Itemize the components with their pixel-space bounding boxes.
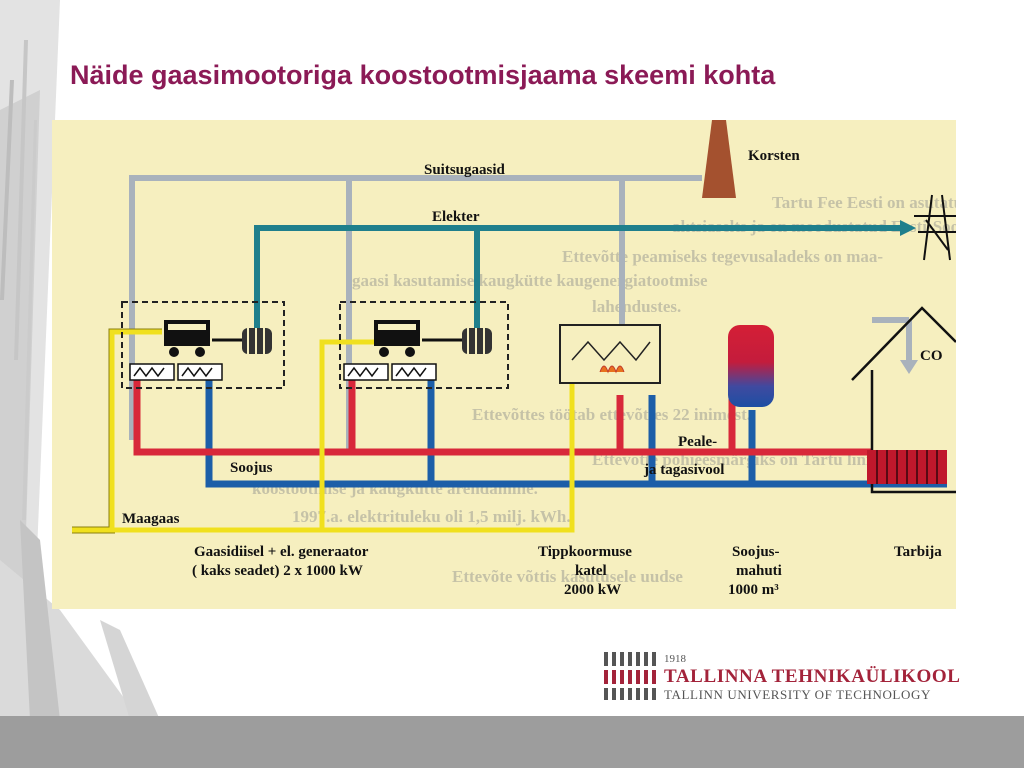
label-storage-1: Soojus-	[732, 544, 780, 560]
logo-year: 1918	[664, 653, 687, 665]
gas-engine-icon	[164, 320, 210, 357]
label-consumer: Tarbija	[894, 544, 942, 560]
bleed-text-line: Tartu Fee Eesti on asutatud 30.06.1993.a…	[772, 193, 956, 212]
university-emblem-icon	[604, 652, 656, 700]
flue-arrow	[900, 360, 918, 374]
electricity-arrow	[900, 220, 916, 236]
bleed-text-line: lahendustes.	[592, 297, 681, 316]
radiator-icon	[867, 450, 947, 484]
bleed-text-line: Ettevõtte peamiseks tegevusaladeks on ma…	[562, 247, 883, 266]
logo-name-en: TALLINN UNIVERSITY OF TECHNOLOGY	[664, 687, 931, 702]
label-chimney: Korsten	[748, 148, 800, 164]
university-logo: 1918 TALLINNA TEHNIKAÜLIKOOL TALLINN UNI…	[604, 652, 961, 702]
chp-plant-diagram: Tartu Fee Eesti on asutatud 30.06.1993.a…	[52, 120, 956, 609]
return-pipes	[205, 378, 947, 488]
heat-storage-tank	[728, 325, 774, 407]
consumer-house-icon	[851, 306, 956, 494]
label-boiler-3: 2000 kW	[564, 582, 621, 598]
label-boiler-1: Tippkoormuse	[538, 544, 632, 560]
label-boiler-2: katel	[575, 563, 607, 579]
label-electricity: Elekter	[432, 209, 480, 225]
bleed-text-line: 1997.a. elektrituleku oli 1,5 milj. kWh.	[292, 507, 571, 526]
label-co-partial: CO	[920, 348, 943, 364]
bleed-text-line: Ettevõte võttis kasutusele uudse	[452, 567, 683, 586]
generator-unit-2-frame	[339, 301, 509, 389]
electric-generator-icon	[422, 328, 492, 354]
label-storage-3: 1000 m³	[728, 582, 779, 598]
chimney	[702, 120, 736, 198]
footer-bar	[0, 716, 1024, 768]
label-generator-2: ( kaks seadet) 2 x 1000 kW	[192, 563, 363, 579]
bleed-text-line: gaasi kasutamise kaugkütte kaugenergiato…	[352, 271, 708, 290]
power-pylon-icon	[914, 194, 956, 261]
label-natural-gas: Maagaas	[122, 511, 180, 527]
label-flue-gas: Suitsugaasid	[424, 162, 506, 178]
label-generator-1: Gaasidiisel + el. generaator	[194, 544, 369, 560]
slide-title: Näide gaasimootoriga koostootmisjaama sk…	[70, 60, 776, 90]
label-return: ja tagasivool	[643, 462, 724, 478]
background-bleed-text: Tartu Fee Eesti on asutatud 30.06.1993.a…	[252, 193, 956, 586]
gas-engine-icon	[374, 320, 420, 357]
gas-lines	[72, 329, 607, 533]
logo-name-et: TALLINNA TEHNIKAÜLIKOOL	[664, 666, 961, 687]
peak-boiler	[559, 324, 661, 384]
gas-lines-outline	[72, 328, 162, 534]
electric-generator-icon	[212, 328, 272, 354]
left-decoration	[0, 0, 160, 720]
label-heat: Soojus	[230, 460, 273, 476]
bleed-text-line: Ettevõttes töötab ettevõttes 22 inimest.	[472, 405, 751, 424]
label-storage-2: mahuti	[736, 563, 782, 579]
label-supply: Peale-	[678, 434, 717, 450]
heat-exchanger-icon	[343, 363, 437, 381]
heat-exchanger-icon	[129, 363, 223, 381]
generator-unit-1-frame	[121, 301, 285, 389]
